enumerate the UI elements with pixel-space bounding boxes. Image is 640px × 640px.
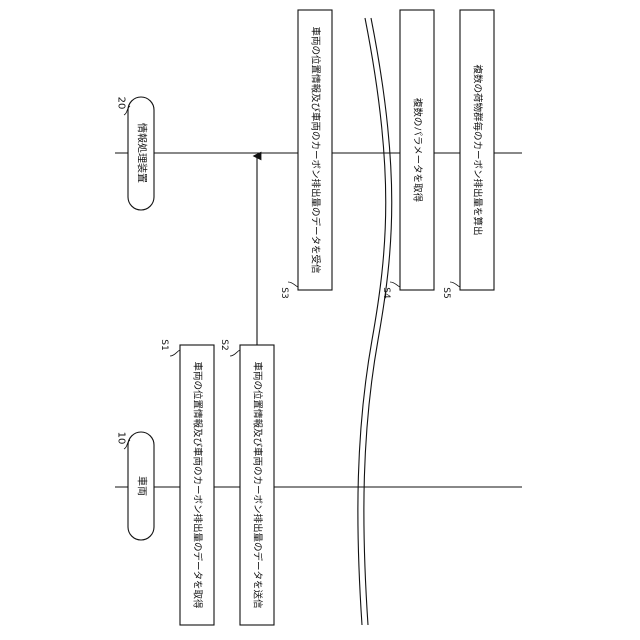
step-s4-label: S4 xyxy=(381,287,391,299)
step-s3-text: 車両の位置情報及び車両のカーボン排出量のデータを受信 xyxy=(310,26,322,273)
step-s1-text: 車両の位置情報及び車両のカーボン排出量のデータを取得 xyxy=(192,361,204,609)
server-actor-label: 情報処理装置 xyxy=(136,123,149,183)
step-s1-label: S1 xyxy=(159,339,169,350)
server-ref-number: 20 xyxy=(116,97,127,110)
step-s2-label: S2 xyxy=(219,339,229,350)
vehicle-actor-label: 車両 xyxy=(136,476,149,496)
step-s3: 車両の位置情報及び車両のカーボン排出量のデータを受信 S3 xyxy=(279,10,332,299)
vehicle-ref-number: 10 xyxy=(116,432,127,445)
server-actor: 情報処理装置 xyxy=(128,97,154,210)
step-s1: 車両の位置情報及び車両のカーボン排出量のデータを取得 S1 xyxy=(159,339,214,625)
step-s5-label: S5 xyxy=(441,287,451,298)
step-s5: 複数の荷物群毎のカーボン排出量を算出 S5 xyxy=(441,10,494,299)
vehicle-actor: 車両 xyxy=(128,432,154,540)
step-s3-label: S3 xyxy=(279,287,289,298)
break-line-right xyxy=(364,18,392,625)
step-s5-text: 複数の荷物群毎のカーボン排出量を算出 xyxy=(472,64,484,235)
step-s2: 車両の位置情報及び車両のカーボン排出量のデータを送信 S2 xyxy=(219,339,274,625)
step-s2-text: 車両の位置情報及び車両のカーボン排出量のデータを送信 xyxy=(252,361,264,608)
step-s4-text: 複数のパラメータを取得 xyxy=(412,98,424,203)
